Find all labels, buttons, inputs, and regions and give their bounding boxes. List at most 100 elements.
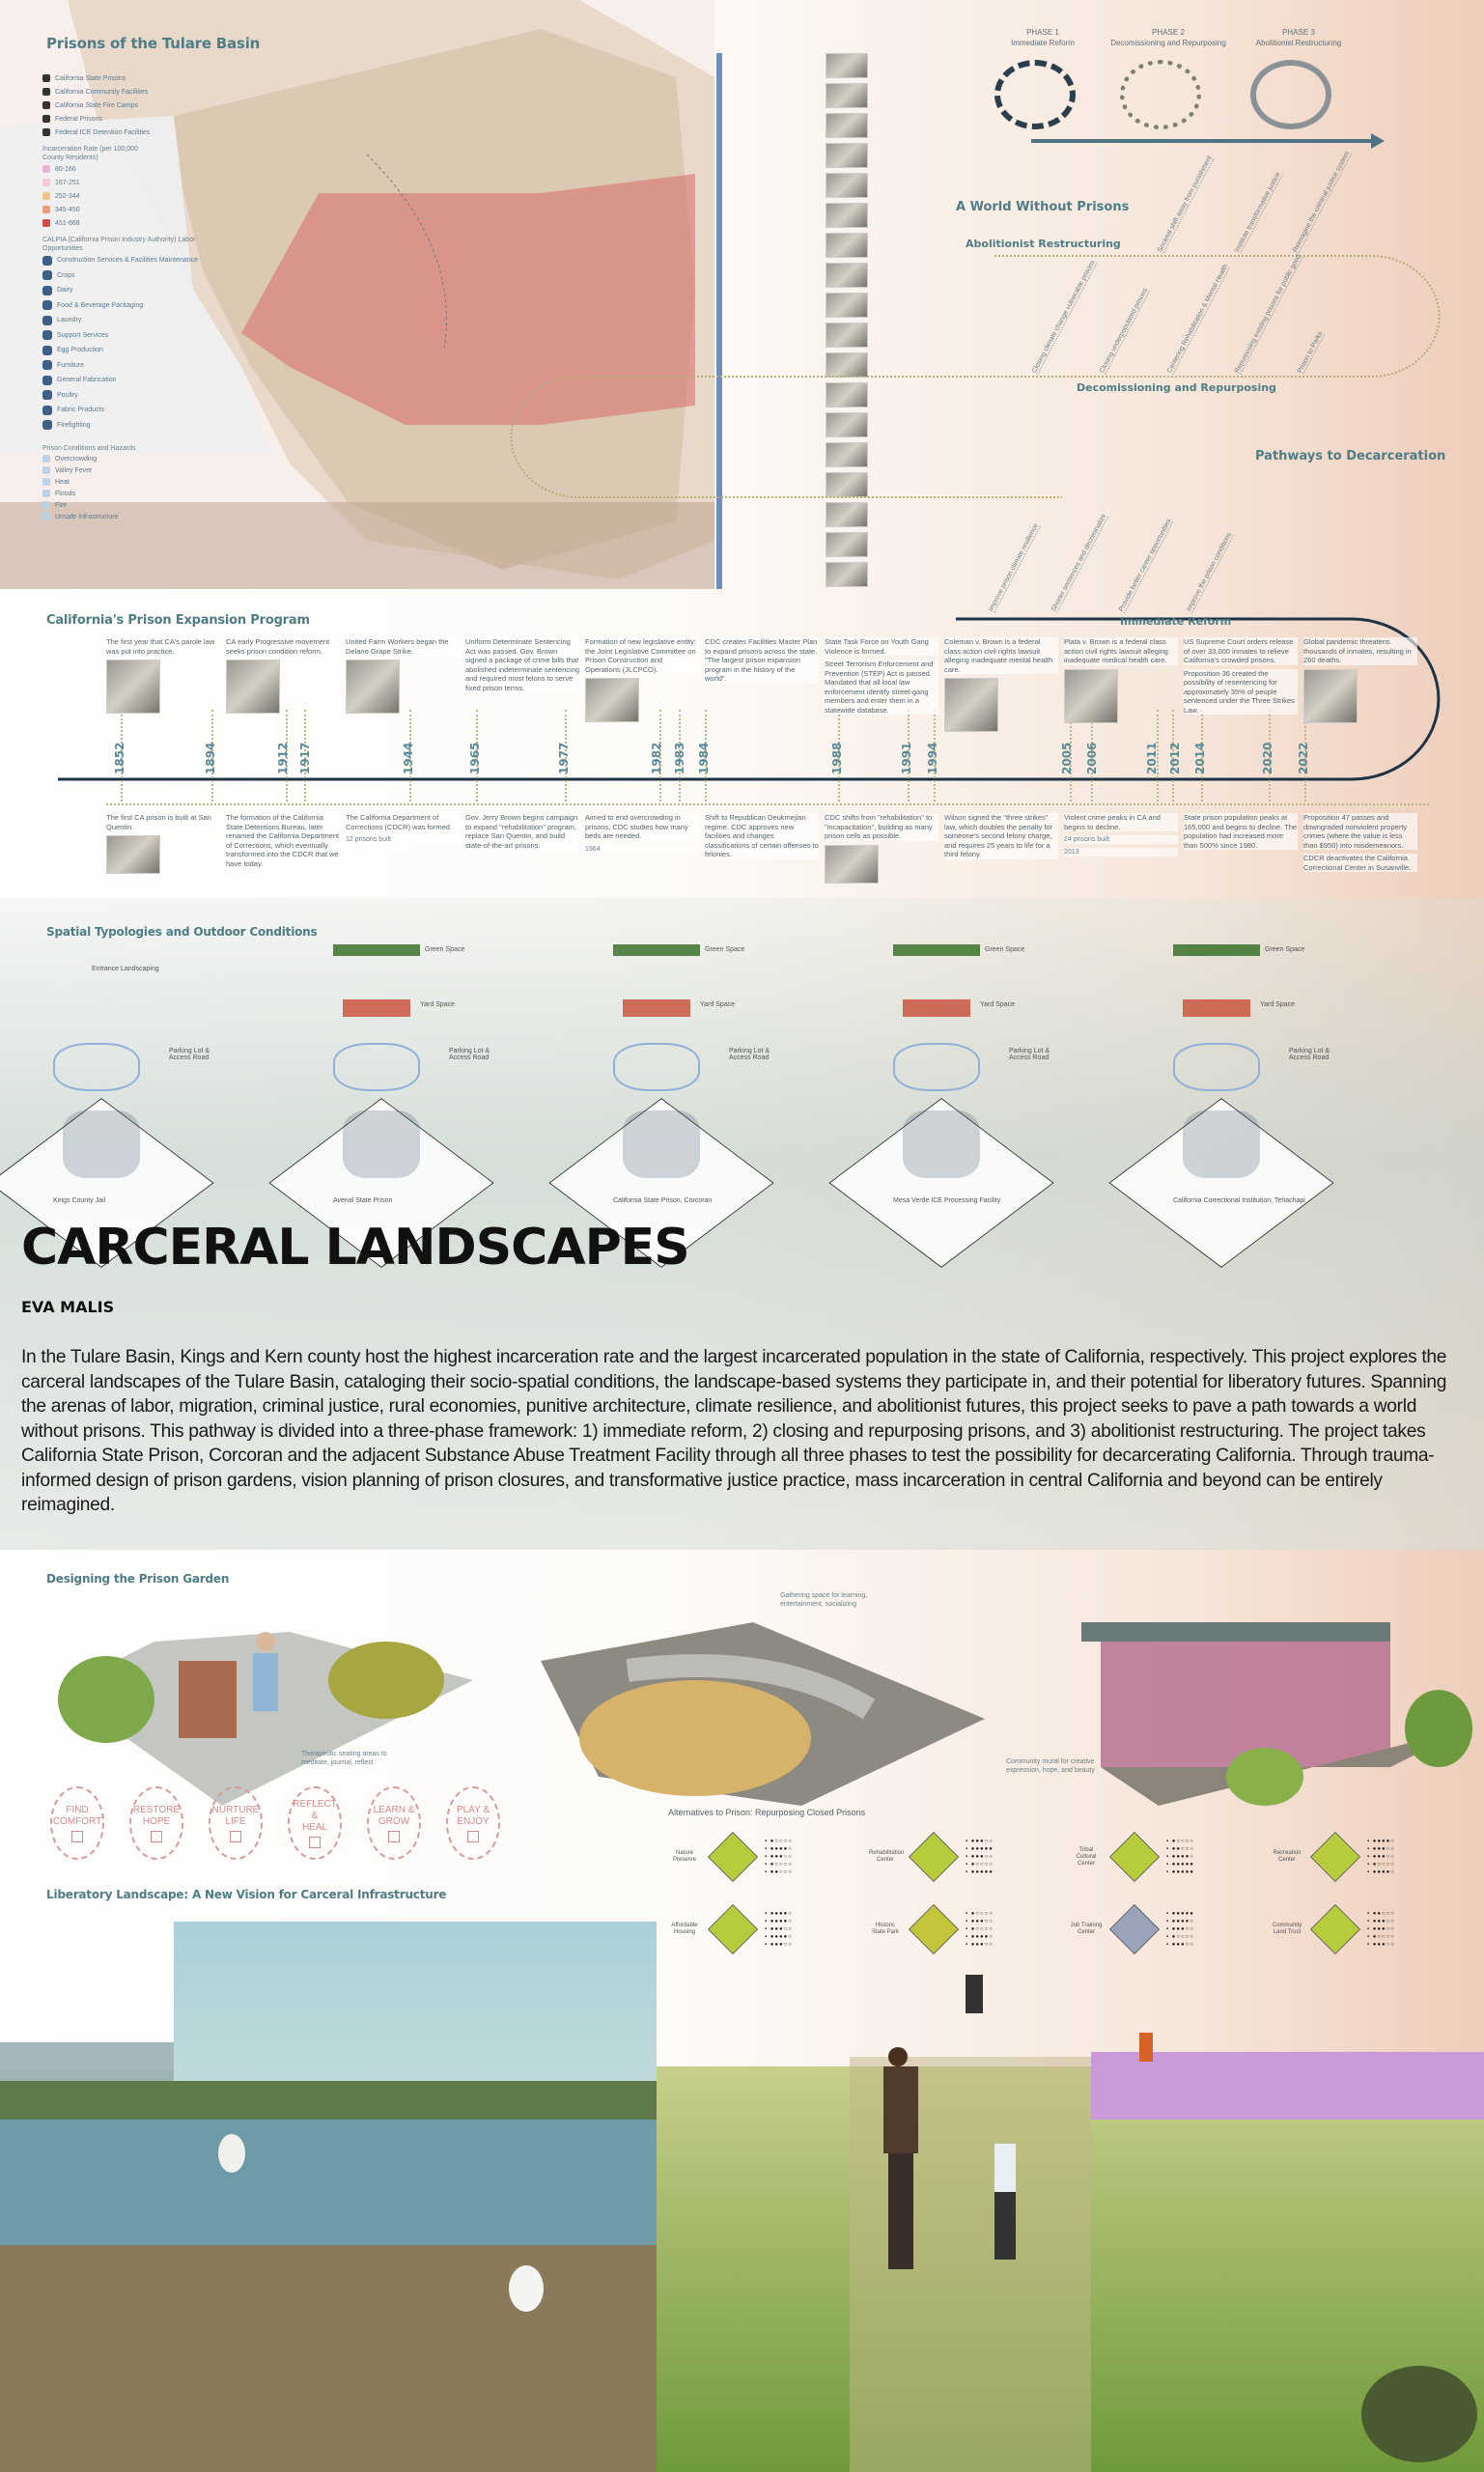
alternative-name: Community Land Trust	[1272, 1923, 1302, 1935]
green-layer	[1173, 944, 1260, 956]
timeline-stem	[286, 710, 288, 801]
timeline-photo	[346, 660, 400, 714]
legend-label: 252-344	[55, 192, 80, 200]
timeline-column: The first CA prison is built at San Quen…	[106, 813, 220, 874]
legend-labor: Poultry	[42, 388, 236, 404]
pathways-title: Pathways to Decarceration	[1255, 449, 1446, 464]
legend-facility-type: California Community Facilities	[42, 85, 236, 98]
labor-icon	[42, 420, 52, 431]
timeline-year: 1984	[697, 742, 711, 774]
thumbnail-photo	[826, 143, 868, 168]
labor-legend: Construction Services & Facilities Maint…	[42, 253, 236, 433]
labor-icon	[42, 285, 52, 295]
timeline-stem	[659, 710, 661, 801]
alternative-ratings: ▪ ●●●●○▪ ●●●○○▪ ●●●○○▪ ●○○○○▪ ●●●●○	[1367, 1838, 1395, 1876]
rating-row: ▪ ●●●○○	[765, 1926, 793, 1932]
timeline-photo	[226, 660, 280, 714]
alternative-ratings: ▪ ●●●●○▪ ●●●●○▪ ●●●○○▪ ●●●●○▪ ●●●○○	[765, 1910, 793, 1949]
parking-layer	[893, 1043, 980, 1091]
thumbnail-photo	[826, 562, 868, 587]
alternative-ratings: ▪ ●●●○○▪ ●●●●●▪ ●●●○○▪ ●○○○○▪ ●●●●●	[966, 1838, 994, 1876]
thumbnail-photo	[826, 502, 868, 527]
rating-row: ▪ ●●●○○	[765, 1854, 793, 1860]
building-massing	[623, 1110, 700, 1178]
timeline-stem	[679, 710, 681, 801]
parking-label: Parking Lot & Access Road	[729, 1048, 770, 1061]
legend-hazard: Overcrowding	[42, 453, 236, 464]
legend-label: Valley Fever	[55, 466, 93, 474]
timeline-year: 2006	[1085, 742, 1099, 774]
timeline-year: 2005	[1060, 742, 1074, 774]
timeline-year: 1982	[650, 742, 663, 774]
timeline-year: 1983	[673, 742, 686, 774]
rate-legend-title: Incarceration Rate (per 100,000 County R…	[42, 146, 138, 161]
rating-row: ▪ ●●●○○	[765, 1942, 793, 1948]
rating-row: ▪ ●●○○○	[765, 1869, 793, 1875]
garden-caption-seating: Therapeutic seating areas to meditate, j…	[301, 1751, 387, 1766]
building-massing	[63, 1110, 140, 1178]
phase-arrow	[1031, 139, 1374, 143]
timeline-photo	[106, 660, 160, 714]
timeline-title: California's Prison Expansion Program	[46, 613, 310, 628]
legend-label: Dairy	[57, 287, 73, 295]
site-name: Avenal State Prison	[333, 1197, 393, 1204]
labor-icon	[42, 315, 52, 325]
legend-label: Federal ICE Detention Facilities	[55, 128, 151, 136]
building-massing	[903, 1110, 980, 1178]
rating-row: ▪ ●●●●○	[765, 1846, 793, 1852]
alternative-ratings: ▪ ●●○○○▪ ●●●○○▪ ●●●○○▪ ●○○○○▪ ●●●○○	[1367, 1910, 1395, 1949]
legend-rate: 80-166	[42, 162, 236, 176]
timeline-stem	[476, 710, 478, 801]
rating-row: ▪ ●●●●○	[966, 1934, 994, 1940]
thumbnail-photo	[826, 203, 868, 228]
timeline-stem	[304, 710, 306, 801]
parking-label: Parking Lot & Access Road	[169, 1048, 210, 1061]
timeline-event: The first year that CA's parole law was …	[106, 637, 220, 656]
thumbnail-photo	[826, 233, 868, 258]
labor-icon	[42, 390, 52, 401]
legend-label: Unsafe Infrastructure	[55, 513, 119, 520]
legend-label: Heat	[55, 478, 70, 486]
repurposed-building	[1091, 2052, 1484, 2120]
timeline-stem	[565, 710, 567, 801]
alternative-item: Community Land Trust ▪ ●●○○○▪ ●●●○○▪ ●●●○…	[1271, 1903, 1395, 1955]
timeline-stem	[409, 710, 411, 801]
labor-icon	[42, 330, 52, 341]
timeline-event: Violent crime peaks in CA and begins to …	[1064, 813, 1178, 831]
timeline-stem	[838, 710, 840, 801]
hazard-icon	[42, 501, 50, 509]
timeline-event: Gov. Jerry Brown begins campaign to expa…	[465, 813, 579, 850]
garden-illustrations	[58, 1622, 1472, 1806]
legend-rate: 451-668	[42, 216, 236, 230]
project-title: CARCERAL LANDSCAPES	[21, 1219, 690, 1277]
timeline-event: Plata v. Brown is a federal class action…	[1064, 637, 1178, 665]
timeline-column: Aimed to end overcrowding in prisons, CD…	[585, 813, 699, 854]
legend-label: Food & Beverage Packaging	[57, 301, 144, 309]
yard-layer	[1183, 999, 1250, 1017]
phase-number: PHASE 3	[1282, 28, 1315, 37]
parking-layer	[333, 1043, 420, 1091]
timeline-column: CDC shifts from "rehabilitation" to "inc…	[825, 813, 938, 884]
alternative-name: Historic State Park	[871, 1923, 899, 1935]
timeline-year: 2020	[1261, 742, 1274, 774]
rating-row: ▪ ●●●○○	[1367, 1942, 1395, 1948]
garden-caption-mural: Community mural for creative expression,…	[1006, 1758, 1095, 1774]
badge-line: GROW	[378, 1815, 410, 1827]
labor-icon	[42, 300, 52, 311]
timeline-column: Shift to Republican Deukmejian regime. C…	[705, 813, 819, 859]
alternative-item: Job Training Center▪ ●●●●●▪ ●●●●○▪ ●●●○○…	[1070, 1903, 1194, 1955]
timeline-mark: 24 prisons built	[1064, 835, 1178, 844]
legend-label: California State Fire Camps	[55, 101, 138, 109]
garden-value-badge: LEARN &GROW	[367, 1786, 421, 1860]
rating-row: ▪ ●●●●●	[1166, 1862, 1194, 1868]
rating-row: ▪ ●●●●○	[1166, 1854, 1194, 1860]
legend-labor: General Fabrication	[42, 373, 236, 388]
timeline-column: US Supreme Court orders release of over …	[1184, 637, 1298, 715]
timeline-stem	[934, 710, 936, 801]
legend-label: Construction Services & Facilities Maint…	[57, 257, 198, 265]
entrance-label: Entrance Landscaping	[92, 966, 159, 972]
legend-label: 451-668	[55, 219, 80, 227]
phase-number: PHASE 2	[1152, 28, 1185, 37]
